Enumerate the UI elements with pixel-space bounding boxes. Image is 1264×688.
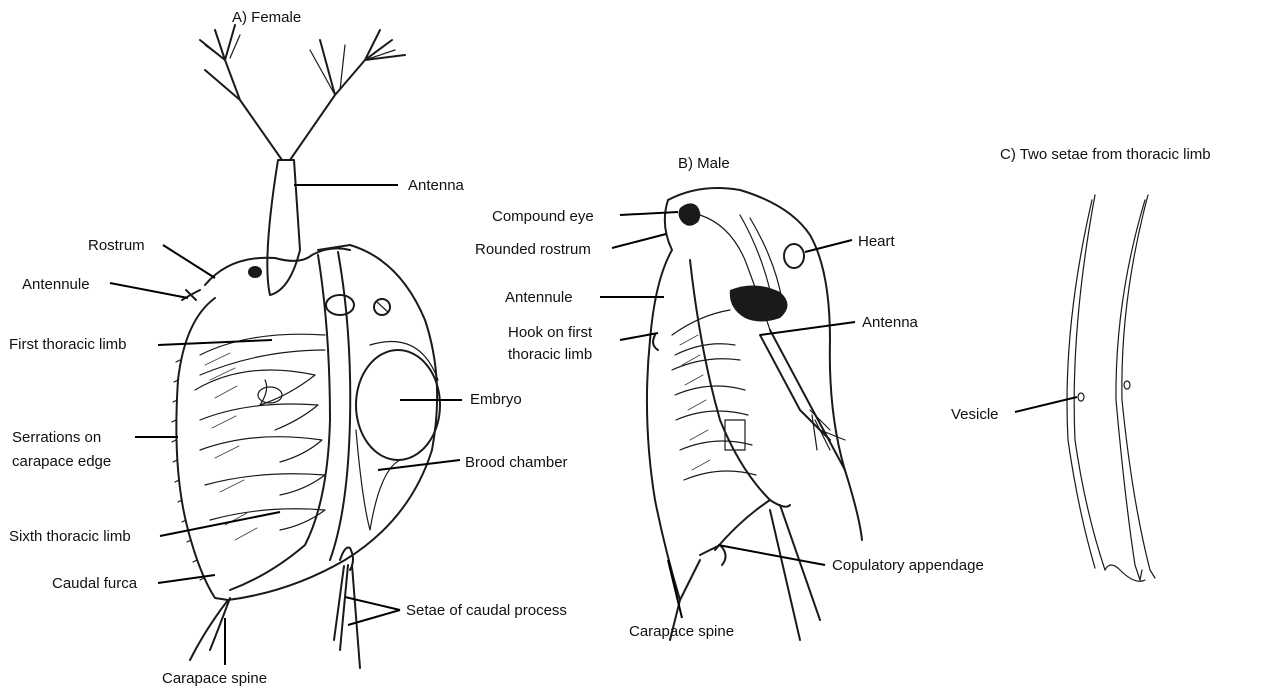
label-sixth-thoracic-limb: Sixth thoracic limb	[9, 528, 131, 545]
label-carapace-spine-female: Carapace spine	[162, 670, 267, 687]
label-hook-line1: Hook on first	[508, 324, 593, 341]
label-first-thoracic-limb: First thoracic limb	[9, 336, 127, 353]
label-rostrum: Rostrum	[88, 237, 145, 254]
female-illustration	[172, 25, 440, 668]
label-antennule-male: Antennule	[505, 289, 573, 306]
setae-title: C) Two setae from thoracic limb	[1000, 146, 1211, 163]
label-embryo: Embryo	[470, 391, 522, 408]
male-leader-lines	[600, 212, 855, 618]
label-vesicle: Vesicle	[951, 406, 999, 423]
setae-illustration	[1067, 195, 1155, 581]
label-compound-eye: Compound eye	[492, 208, 594, 225]
label-antennule-female: Antennule	[22, 276, 90, 293]
label-copulatory-appendage: Copulatory appendage	[832, 557, 984, 574]
label-antenna-female: Antenna	[408, 177, 465, 194]
label-rounded-rostrum: Rounded rostrum	[475, 241, 591, 258]
label-carapace-spine-male: Carapace spine	[629, 623, 734, 640]
label-serrations-line2: carapace edge	[12, 453, 111, 470]
male-title: B) Male	[678, 155, 730, 172]
label-hook-line2: thoracic limb	[508, 346, 592, 363]
label-serrations-line1: Serrations on	[12, 429, 101, 446]
label-setae-caudal-process: Setae of caudal process	[406, 602, 567, 619]
label-heart: Heart	[858, 233, 896, 250]
male-illustration	[647, 188, 862, 640]
label-brood-chamber: Brood chamber	[465, 454, 568, 471]
label-caudal-furca: Caudal furca	[52, 575, 138, 592]
label-antenna-male: Antenna	[862, 314, 919, 331]
female-title: A) Female	[232, 9, 301, 26]
leader-vesicle	[1015, 397, 1077, 412]
